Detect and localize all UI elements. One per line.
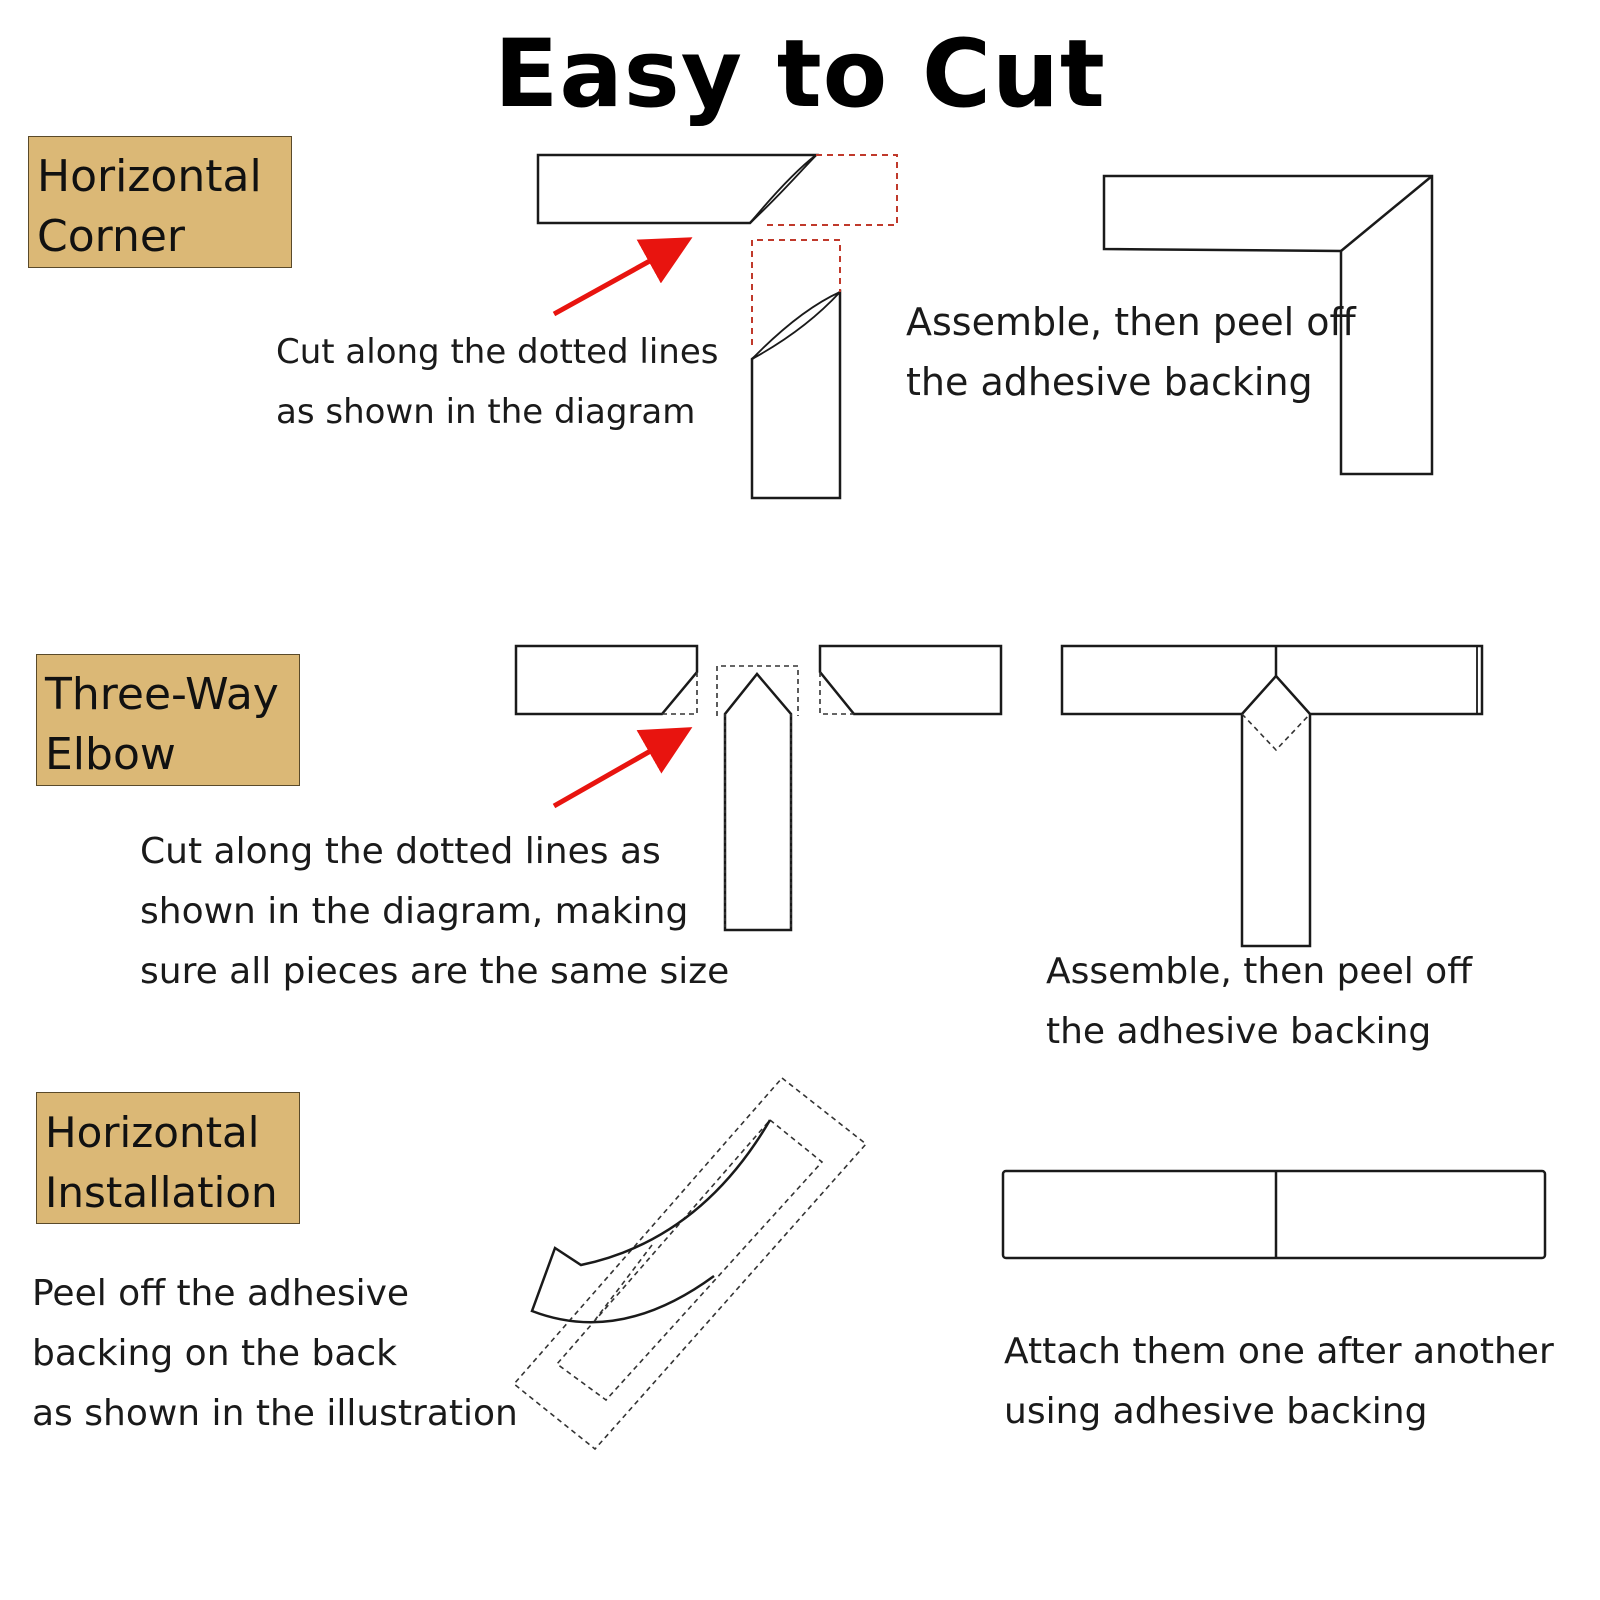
corner-assembled-joint <box>1340 175 1433 252</box>
elbow-left-piece <box>514 644 699 716</box>
section-tag-three-way-elbow: Three-Way Elbow <box>36 654 300 786</box>
tag-line: Three-Way <box>45 669 279 720</box>
tag-line: Corner <box>37 211 186 262</box>
elbow-assemble-instructions: Assemble, then peel off the adhesive bac… <box>1046 942 1472 1062</box>
corner-vertical-offcut-guide <box>751 239 841 345</box>
elbow-cut-diagram <box>514 644 1003 932</box>
caption-line: Peel off the adhesive <box>32 1273 410 1314</box>
caption-line: as shown in the diagram <box>276 392 696 432</box>
caption-line: using adhesive backing <box>1004 1391 1428 1432</box>
corner-assemble-instructions: Assemble, then peel off the adhesive bac… <box>906 292 1356 412</box>
caption-line: the adhesive backing <box>906 360 1313 404</box>
caption-line: Assemble, then peel off <box>1046 951 1473 992</box>
tag-line: Elbow <box>45 729 176 780</box>
corner-horizontal-strip <box>536 153 819 225</box>
elbow-right-offcut-guide <box>819 672 854 715</box>
installation-peel-diagram <box>512 1076 868 1451</box>
installation-peeling-backing <box>530 1119 772 1324</box>
corner-vertical-cut-curl <box>751 291 841 360</box>
section-tag-horizontal-corner: Horizontal Corner <box>28 136 292 268</box>
elbow-cut-instructions: Cut along the dotted lines as shown in t… <box>140 822 729 1002</box>
corner-assembled-diagram <box>1102 174 1434 476</box>
tag-line: Horizontal <box>37 151 262 202</box>
elbow-vertical-piece <box>723 672 793 932</box>
corner-assembled-shape <box>1102 174 1434 476</box>
corner-horizontal-offcut-guide <box>766 154 898 226</box>
caption-line: Cut along the dotted lines <box>276 332 719 372</box>
elbow-right-piece <box>818 644 1003 716</box>
installation-attach-instructions: Attach them one after another using adhe… <box>1004 1322 1554 1442</box>
elbow-assembled-diagram <box>1060 644 1484 948</box>
corner-cut-diagram <box>536 153 898 500</box>
tag-line: Horizontal <box>45 1108 260 1157</box>
caption-line: Attach them one after another <box>1004 1331 1554 1372</box>
elbow-left-offcut-guide <box>662 672 698 715</box>
corner-pointer-arrow <box>552 237 693 317</box>
elbow-center-offcut-guide <box>716 665 799 716</box>
caption-line: backing on the back <box>32 1333 398 1374</box>
caption-line: shown in the diagram, making <box>140 891 689 932</box>
installation-inner-panel <box>555 1118 824 1402</box>
section-tag-horizontal-installation: Horizontal Installation <box>36 1092 300 1224</box>
elbow-pointer-arrow <box>552 727 693 809</box>
installation-peel-instructions: Peel off the adhesive backing on the bac… <box>32 1264 518 1444</box>
tag-line: Installation <box>45 1168 278 1217</box>
installation-assembled-strips <box>1001 1169 1547 1260</box>
caption-line: sure all pieces are the same size <box>140 951 730 992</box>
elbow-assembled-diamond-guide <box>1241 713 1311 752</box>
installation-backing-outline <box>512 1076 868 1451</box>
caption-line: Assemble, then peel off <box>906 300 1356 344</box>
elbow-assembled-shape <box>1060 644 1484 948</box>
installation-peeling-guide <box>594 1244 653 1321</box>
installation-assembled-diagram <box>1001 1169 1547 1260</box>
corner-horizontal-cut-curl <box>749 154 817 224</box>
caption-line: the adhesive backing <box>1046 1011 1432 1052</box>
caption-line: Cut along the dotted lines as <box>140 831 661 872</box>
page-title: Easy to Cut <box>494 20 1106 129</box>
corner-cut-instructions: Cut along the dotted lines as shown in t… <box>276 322 718 442</box>
caption-line: as shown in the illustration <box>32 1393 518 1434</box>
elbow-assembled-diamond <box>1241 674 1311 715</box>
